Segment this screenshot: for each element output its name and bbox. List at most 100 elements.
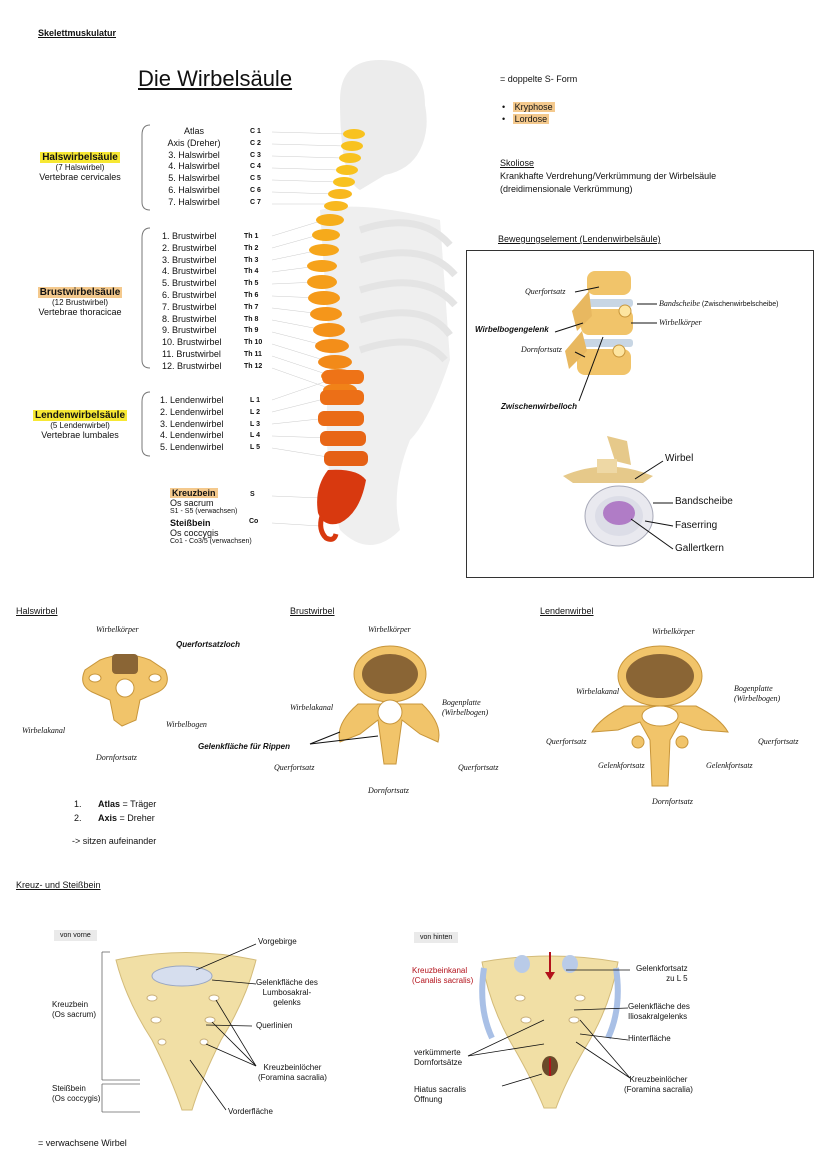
sacrum-shape <box>317 469 366 525</box>
lw-gel-right: Gelenkfortsatz <box>706 761 753 770</box>
front-steiss1: Steißbein <box>52 1084 86 1093</box>
front-kreuzbein1: Kreuzbein <box>52 1000 89 1009</box>
brust-code: Th 1 <box>244 233 259 240</box>
bewegung-box: Querfortsatz Bandscheibe (Zwischenwirbel… <box>466 250 814 578</box>
front-kreuzbein2: (Os sacrum) <box>52 1010 96 1019</box>
lenden-code: L 4 <box>250 432 260 440</box>
axis-num: 2. <box>74 813 82 823</box>
lenden-item: 1. Lendenwirbel <box>160 395 224 405</box>
disc-label-faserring: Faserring <box>675 520 718 531</box>
front-gelenk: Gelenkfläche des Lumbosakral- gelenks <box>256 978 318 1008</box>
back-kanal2: (Canalis sacralis) <box>412 976 474 985</box>
brust-item: 7. Brustwirbel <box>162 301 217 312</box>
front-gelenk3: gelenks <box>273 998 301 1007</box>
hals-item: Atlas <box>183 126 204 136</box>
lenden-item: 2. Lendenwirbel <box>160 406 224 417</box>
front-kreuzbein: Kreuzbein (Os sacrum) <box>52 1000 96 1020</box>
brust-item: 9. Brustwirbel <box>162 325 217 336</box>
hals-code: C 5 <box>250 175 261 183</box>
lenden-item: 3. Lendenwirbel <box>160 418 224 429</box>
atlas-axis-note: -> sitzen aufeinander <box>72 836 157 846</box>
hals-code: C 1 <box>250 128 261 135</box>
front-steiss: Steißbein (Os coccygis) <box>52 1084 100 1104</box>
hals-group: Halswirbelsäule (7 Halswirbel) Vertebrae… <box>22 152 138 182</box>
brust-item: 4. Brustwirbel <box>162 266 217 277</box>
brust-name: Brustwirbelsäule <box>37 287 123 298</box>
back-dorn: verkümmerte Dornfortsätze <box>414 1048 462 1068</box>
curve-lordose: Lordose <box>512 114 550 124</box>
back-loecher: Kreuzbeinlöcher (Foramina sacralia) <box>624 1075 693 1095</box>
front-gelenk1: Gelenkfläche des <box>256 978 318 987</box>
label-wirbelbogengelenk: Wirbelbogengelenk <box>475 325 549 334</box>
bw-koerper: Wirbelkörper <box>368 625 411 634</box>
brust-code: Th 8 <box>244 315 259 323</box>
brust-codes: Th 1 Th 2 Th 3 Th 4 Th 5 Th 6 Th 7 Th 8 … <box>244 231 262 373</box>
lenden-count: (5 Lendenwirbel) <box>50 421 110 430</box>
skoliose-title: Skoliose <box>500 158 535 168</box>
lenden-code: L 3 <box>250 420 260 428</box>
brust-latin: Vertebrae thoracicae <box>38 307 122 317</box>
halswirbel-title: Halswirbel <box>16 606 58 616</box>
hw-loch: Querfortsatzloch <box>176 640 241 649</box>
label-bandscheibe-note: (Zwischenwirbelscheibe) <box>701 301 779 308</box>
label-wirbelkoerper: Wirbelkörper <box>659 318 702 327</box>
page-title: Die Wirbelsäule <box>138 66 293 91</box>
disc-label-gallertkern: Gallertkern <box>675 543 724 554</box>
section-brackets <box>141 124 151 457</box>
hals-item: 4. Halswirbel <box>168 161 220 172</box>
back-dorn2: Dornfortsätze <box>414 1058 463 1067</box>
back-kanal1: Kreuzbeinkanal <box>412 966 468 975</box>
atlas-axis-list: 1.Atlas = Träger 2.Axis = Dreher <box>74 797 156 825</box>
brust-code: Th 4 <box>244 268 259 276</box>
hals-item: 5. Halswirbel <box>168 173 220 184</box>
brust-item: 12. Brustwirbel <box>162 360 222 371</box>
back-loecher2: (Foramina sacralia) <box>624 1085 693 1094</box>
hw-bogen: Wirbelbogen <box>166 720 207 729</box>
kreuz-section-title: Kreuz- und Steißbein <box>16 880 101 890</box>
steiss-name: Steißbein <box>170 518 211 528</box>
hals-item: 7. Halswirbel <box>168 196 220 207</box>
hw-dorn: Dornfortsatz <box>96 753 137 762</box>
brust-item: 10. Brustwirbel <box>162 337 222 348</box>
lw-platte: Bogenplatte (Wirbelbogen) <box>734 684 780 704</box>
lenden-item: 4. Lendenwirbel <box>160 430 224 441</box>
lenden-list: 1. Lendenwirbel 2. Lendenwirbel 3. Lende… <box>160 395 232 454</box>
axis-name: Axis <box>98 813 118 823</box>
front-loecher1: Kreuzbeinlöcher <box>263 1063 322 1072</box>
bw-platte1: Bogenplatte <box>442 698 481 707</box>
thoracic-vertebrae <box>307 214 357 397</box>
back-leader-lines <box>467 969 631 1087</box>
front-vorgebirge: Vorgebirge <box>258 937 297 946</box>
label-zwischenwirbelloch: Zwischenwirbelloch <box>501 402 578 411</box>
back-hiatus1: Hiatus sacralis <box>414 1085 467 1094</box>
spine-illustration <box>271 129 368 542</box>
lenden-codes: L 1 L 2 L 3 L 4 L 5 <box>250 395 260 454</box>
motion-segment <box>565 271 633 375</box>
lw-platte2: (Wirbelbogen) <box>734 694 781 703</box>
front-loecher2: (Foramina sacralia) <box>258 1073 327 1082</box>
back-hiatus: Hiatus sacralis Öffnung <box>414 1085 466 1105</box>
coccyx-shape <box>318 515 339 542</box>
brust-item: 8. Brustwirbel <box>162 313 217 324</box>
bw-platte: Bogenplatte (Wirbelbogen) <box>442 698 488 718</box>
lw-gel-left: Gelenkfortsatz <box>598 761 645 770</box>
hals-code: C 2 <box>250 139 261 147</box>
lendenwirbel-illustration <box>591 645 729 787</box>
steiss-code: Co <box>249 518 259 525</box>
lendenwirbel-title: Lendenwirbel <box>540 606 594 616</box>
brust-code: Th 3 <box>244 256 259 264</box>
back-gfort: Gelenkfortsatz zu L 5 <box>636 964 688 984</box>
lw-platte1: Bogenplatte <box>734 684 773 693</box>
lw-quer-left: Querfortsatz <box>546 737 587 746</box>
steiss-latin: Os coccygis <box>170 528 219 538</box>
hals-list: Atlas Axis (Dreher) 3. Halswirbel 4. Hal… <box>162 126 226 209</box>
bw-kanal: Wirbelakanal <box>290 703 334 712</box>
hals-name: Halswirbelsäule <box>40 152 120 163</box>
brust-count: (12 Brustwirbel) <box>51 298 108 307</box>
disc-label-wirbel: Wirbel <box>665 453 694 464</box>
curve-list: • Kryphose • Lordose <box>502 102 555 124</box>
back-gfort2: zu L 5 <box>666 974 688 983</box>
brust-item: 1. Brustwirbel <box>162 231 217 241</box>
lenden-code: L 2 <box>250 408 260 416</box>
brust-code: Th 6 <box>244 291 259 299</box>
